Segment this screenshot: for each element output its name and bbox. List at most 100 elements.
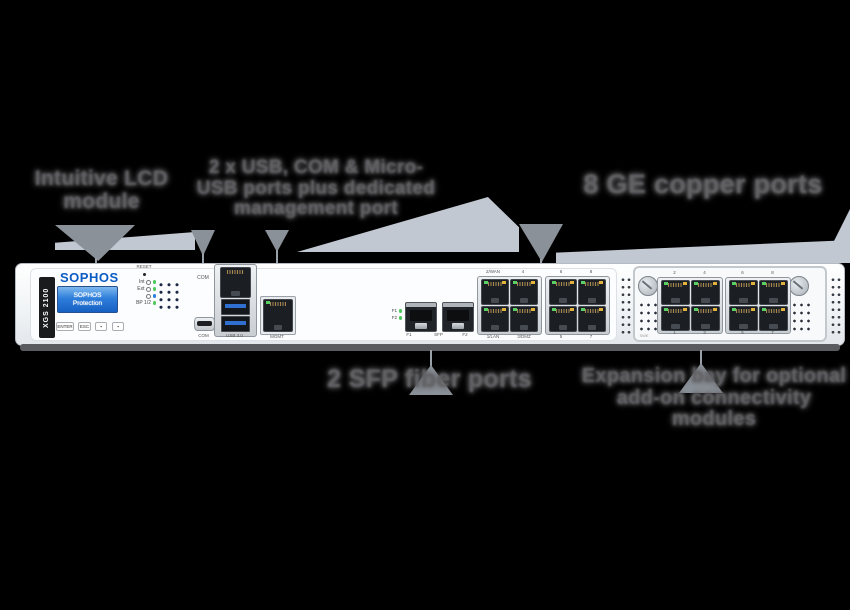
module-led-grid-right [790,300,811,332]
port-led-green [484,308,488,311]
light-wedge-corner [832,205,850,245]
port-led-amber [599,281,603,284]
green-led [152,280,156,284]
ethernet-port-6 [549,279,577,305]
lcd-display: SOPHOS Protection [57,286,118,313]
port-led-green [664,282,668,285]
port-led-green [694,308,698,311]
module-port-3 [691,306,720,331]
callout-copper-ports: 8 GE copper ports [583,169,823,199]
mgmt-port [263,299,293,332]
led-label: BP 1/2 [136,299,151,306]
thumbscrew-left [638,276,658,296]
vent-holes-left [619,275,631,336]
mgmt-label: MGMT [270,334,284,339]
com-rj45-port [220,267,251,298]
sfp-led-row-1: F1 [380,308,402,314]
lcd-line-1: SOPHOS [73,292,102,299]
ethernet-port-3 [510,306,538,332]
sfp-led-label: F1 [391,307,397,313]
sophos-logo: SOPHOS [60,270,119,285]
port-led-green [732,282,736,285]
module-port-2 [661,280,690,305]
usb-port-1 [221,299,250,315]
green-led [398,316,402,320]
port-label: 8 [771,270,774,275]
port-led-amber [570,281,574,284]
usb-port-2 [221,316,250,332]
led-row-ext: Ext [118,286,156,292]
port-led-amber [751,282,755,285]
reset-pinhole [143,273,146,276]
port-led-green [664,308,668,311]
led-row-bypass: BP 1/2 [118,300,156,306]
callout-sfp-ports: 2 SFP fiber ports [327,365,532,393]
esc-button: ESC [78,322,91,331]
green-led [152,301,156,305]
vent-holes-right [829,275,841,336]
port-label: 2/WAN [485,269,501,274]
green-led [398,309,402,313]
led-row-int: Int [118,279,156,285]
model-badge: XGS 2100 [39,277,55,338]
com-rj45-label: COM [197,275,209,281]
down-button: ▪ [112,322,124,331]
port-led-green [552,308,556,311]
module-port-7 [759,306,788,331]
enter-button: ENTER [56,322,74,331]
port-label: 6 [559,269,563,274]
port-led-amber [599,308,603,311]
ethernet-port-2 [481,279,509,305]
sfp-label-mid: SFP [434,332,443,337]
thumbscrew-right [789,276,809,296]
micro-usb-label: COM [198,333,209,338]
port-led-green [581,308,585,311]
port-label: 7 [771,330,774,335]
power-icon [146,286,151,292]
port-led-green [484,281,488,284]
module-led-grid-left [637,300,658,332]
usb-label: USB 3.0 [226,333,243,338]
power-icon [146,279,151,285]
port-led-amber [683,308,687,311]
port-led-amber [570,308,574,311]
port-led-green [694,282,698,285]
module-port-4 [691,280,720,305]
lcd-line-2: Protection [72,300,103,307]
callout-console-ports: 2 x USB, COM & Micro-USB ports plus dedi… [196,157,436,220]
sfp-port-f2 [442,302,474,332]
port-led-amber [502,281,506,284]
port-led-green [513,308,517,311]
port-label: 8 [589,269,593,274]
port-label: 3 [703,330,706,335]
reset-label: RESET [136,264,152,269]
led-row-power [118,293,156,299]
port-led-green [762,308,766,311]
arrow-to-mgmt [265,230,289,252]
port-label: 4 [521,269,525,274]
port-led-green [513,281,517,284]
port-led-amber [502,308,506,311]
sfp-label-f1: F1 [406,332,412,337]
callout-lcd-module: Intuitive LCD module [34,167,169,213]
port-label: 5 [741,330,744,335]
port-led-green [581,281,585,284]
port-led-amber [531,281,535,284]
port-label: 5 [559,334,563,339]
power-icon [146,293,151,299]
blue-led [152,294,156,298]
port-label: 2 [673,270,676,275]
port-led-amber [781,282,785,285]
port-led-green [266,301,270,304]
green-led [152,287,156,291]
port-led-green [762,282,766,285]
pointer-line-expansion [700,350,702,365]
module-port-8 [759,280,788,305]
callout-expansion-bay: Expansion bay for optional add-on connec… [581,365,847,431]
ethernet-port-8 [578,279,606,305]
light-wedge-right [556,240,850,263]
port-led-amber [713,282,717,285]
port-label: 4 [703,270,706,275]
micro-usb-port [194,317,215,331]
